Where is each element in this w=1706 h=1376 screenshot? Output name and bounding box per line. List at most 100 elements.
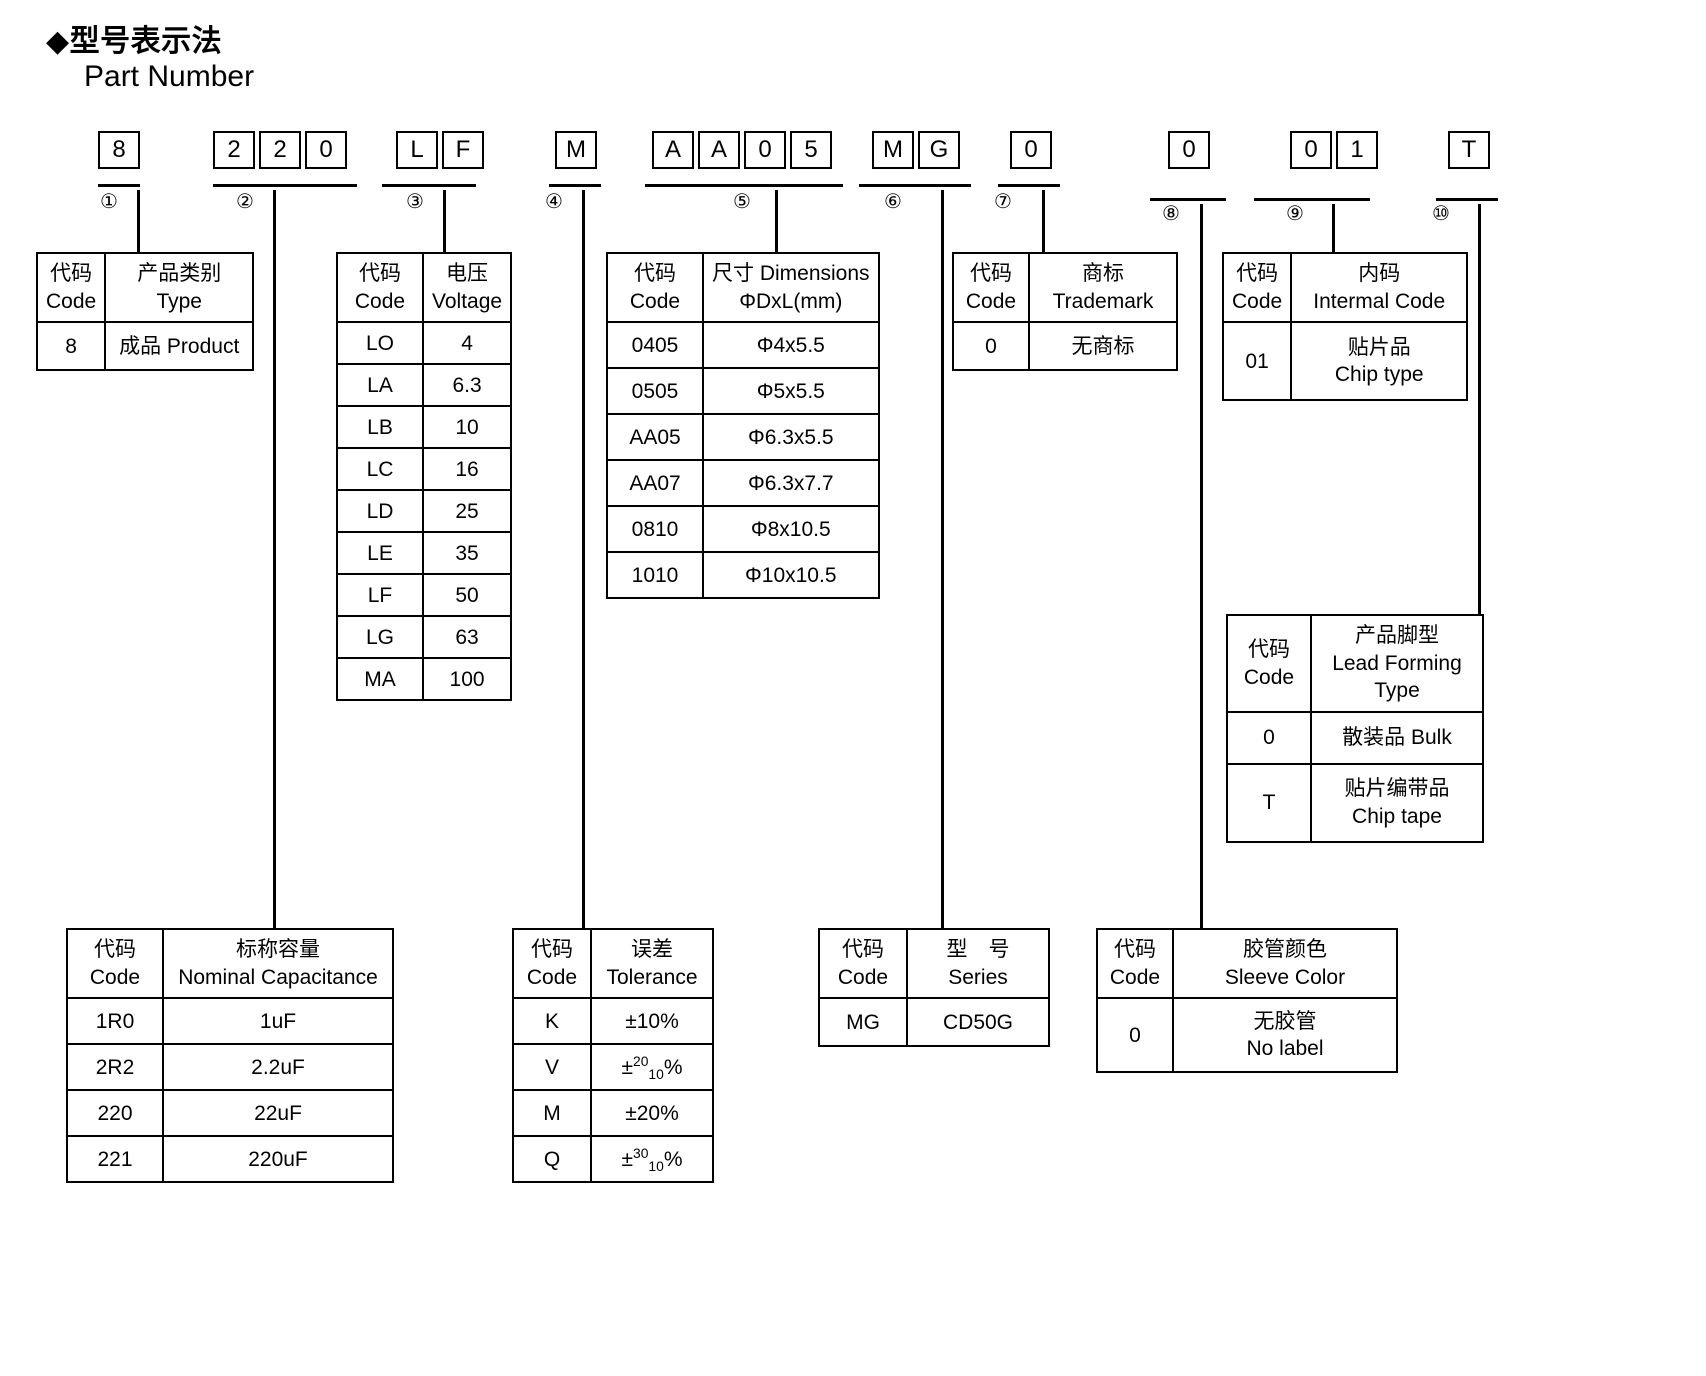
- code-char[interactable]: M: [555, 131, 597, 169]
- header-value-en: Nominal Capacitance: [178, 965, 378, 989]
- table-row-header: 代码 Code 标称容量 Nominal Capacitance: [66, 927, 394, 1000]
- cell-value-range: ±2010%: [590, 1043, 714, 1092]
- table-row: V ±2010%: [512, 1043, 714, 1092]
- code-char[interactable]: A: [698, 131, 740, 169]
- table-row-header: 代码 Code 商标 Trademark: [952, 251, 1178, 324]
- header-value-en: ΦDxL(mm): [739, 289, 843, 313]
- group-underline-6: [859, 184, 971, 187]
- code-char[interactable]: 2: [213, 131, 255, 169]
- cell-value: 2.2uF: [162, 1043, 394, 1092]
- table-row: 8 成品 Product: [35, 321, 255, 372]
- table-row: 01 贴片品 Chip type: [1221, 321, 1469, 402]
- table-row: M ±20%: [512, 1089, 714, 1138]
- table-row-header: 代码 Code 型 号 Series: [818, 927, 1050, 1000]
- header-code-en: Code: [1109, 965, 1161, 989]
- header-value-zh: 尺寸 Dimensions: [712, 262, 870, 285]
- cell-value-en: Chip tape: [1352, 805, 1442, 829]
- cell-code: 0: [1096, 997, 1174, 1074]
- code-char[interactable]: 0: [1290, 131, 1332, 169]
- code-char[interactable]: 1: [1336, 131, 1378, 169]
- code-char[interactable]: T: [1448, 131, 1490, 169]
- code-char[interactable]: A: [652, 131, 694, 169]
- cell-value: 35: [421, 531, 513, 576]
- group-underline-8: [1150, 198, 1226, 201]
- header-code-zh: 代码: [970, 262, 1012, 285]
- cell-code: 1R0: [66, 997, 164, 1046]
- table-row: 0 无胶管 No label: [1096, 997, 1398, 1074]
- table-row-header: 代码 Code 尺寸 Dimensions ΦDxL(mm): [606, 251, 880, 324]
- group-index-4: ④: [545, 191, 563, 213]
- diamond-bullet-icon: ◆: [46, 25, 70, 58]
- group-underline-7: [998, 184, 1060, 187]
- cell-code: 1010: [606, 551, 704, 600]
- cell-code: 0405: [606, 321, 704, 370]
- header-value-zh: 电压: [446, 262, 489, 285]
- range-upper: 30: [633, 1144, 649, 1161]
- cell-value-en: Chip type: [1334, 363, 1424, 387]
- code-char[interactable]: 2: [259, 131, 301, 169]
- cell-code: 0: [952, 321, 1030, 372]
- header-code-en: Code: [629, 289, 681, 313]
- code-char[interactable]: F: [442, 131, 484, 169]
- header-code-en: Code: [89, 965, 141, 989]
- code-char[interactable]: 5: [790, 131, 832, 169]
- table-series: 代码 Code 型 号 Series MG CD50G: [818, 927, 1050, 1048]
- header-value-en: Series: [948, 965, 1008, 989]
- cell-code: MA: [336, 657, 424, 702]
- table-row-header: 代码 Code 电压 Voltage: [336, 251, 513, 324]
- code-char[interactable]: 0: [744, 131, 786, 169]
- table-row: K ±10%: [512, 997, 714, 1046]
- cell-code: 8: [35, 321, 107, 372]
- table-row: Q ±3010%: [512, 1135, 714, 1184]
- code-char[interactable]: 0: [1010, 131, 1052, 169]
- code-char[interactable]: 0: [305, 131, 347, 169]
- cell-value: 贴片编带品 Chip tape: [1310, 763, 1484, 844]
- cell-code: MG: [818, 997, 908, 1048]
- page-title-zh: ◆型号表示法: [46, 16, 222, 60]
- header-value-en: Trademark: [1052, 289, 1154, 313]
- code-char[interactable]: G: [918, 131, 960, 169]
- cell-value: 50: [421, 573, 513, 618]
- table-row-header: 代码 Code 产品类别 Type: [35, 251, 255, 324]
- code-char[interactable]: 0: [1168, 131, 1210, 169]
- cell-code: V: [512, 1043, 592, 1092]
- header-code-zh: 代码: [634, 262, 676, 285]
- cell-code: 0810: [606, 505, 704, 554]
- code-char[interactable]: L: [396, 131, 438, 169]
- connector-1: [137, 190, 140, 252]
- cell-code: LE: [336, 531, 424, 576]
- header-code-en: Code: [46, 289, 97, 313]
- connector-10: [1478, 204, 1481, 614]
- header-value-cell: 产品脚型 Lead Forming Type: [1310, 613, 1484, 714]
- group-index-7: ⑦: [994, 191, 1012, 213]
- cell-value: Φ6.3x5.5: [702, 413, 880, 462]
- cell-value: ±10%: [590, 997, 714, 1046]
- code-group-8: 0: [1168, 131, 1210, 169]
- table-row: T 贴片编带品 Chip tape: [1226, 763, 1484, 844]
- cell-value: Φ4x5.5: [702, 321, 880, 370]
- code-char[interactable]: 8: [98, 131, 140, 169]
- header-value-zh: 胶管颜色: [1243, 938, 1327, 961]
- header-code-zh: 代码: [1114, 938, 1156, 961]
- header-code-en: Code: [1232, 289, 1283, 313]
- group-index-6: ⑥: [884, 191, 902, 213]
- cell-code: LO: [336, 321, 424, 366]
- cell-value: 散装品 Bulk: [1310, 711, 1484, 766]
- cell-code: 2R2: [66, 1043, 164, 1092]
- cell-value-zh: 贴片编带品: [1344, 777, 1450, 801]
- group-index-9: ⑨: [1286, 203, 1304, 225]
- table-row-header: 代码 Code 胶管颜色 Sleeve Color: [1096, 927, 1398, 1000]
- code-char[interactable]: M: [872, 131, 914, 169]
- header-value-cell: 产品类别 Type: [104, 251, 255, 324]
- cell-value: 25: [421, 489, 513, 534]
- group-index-3: ③: [406, 191, 424, 213]
